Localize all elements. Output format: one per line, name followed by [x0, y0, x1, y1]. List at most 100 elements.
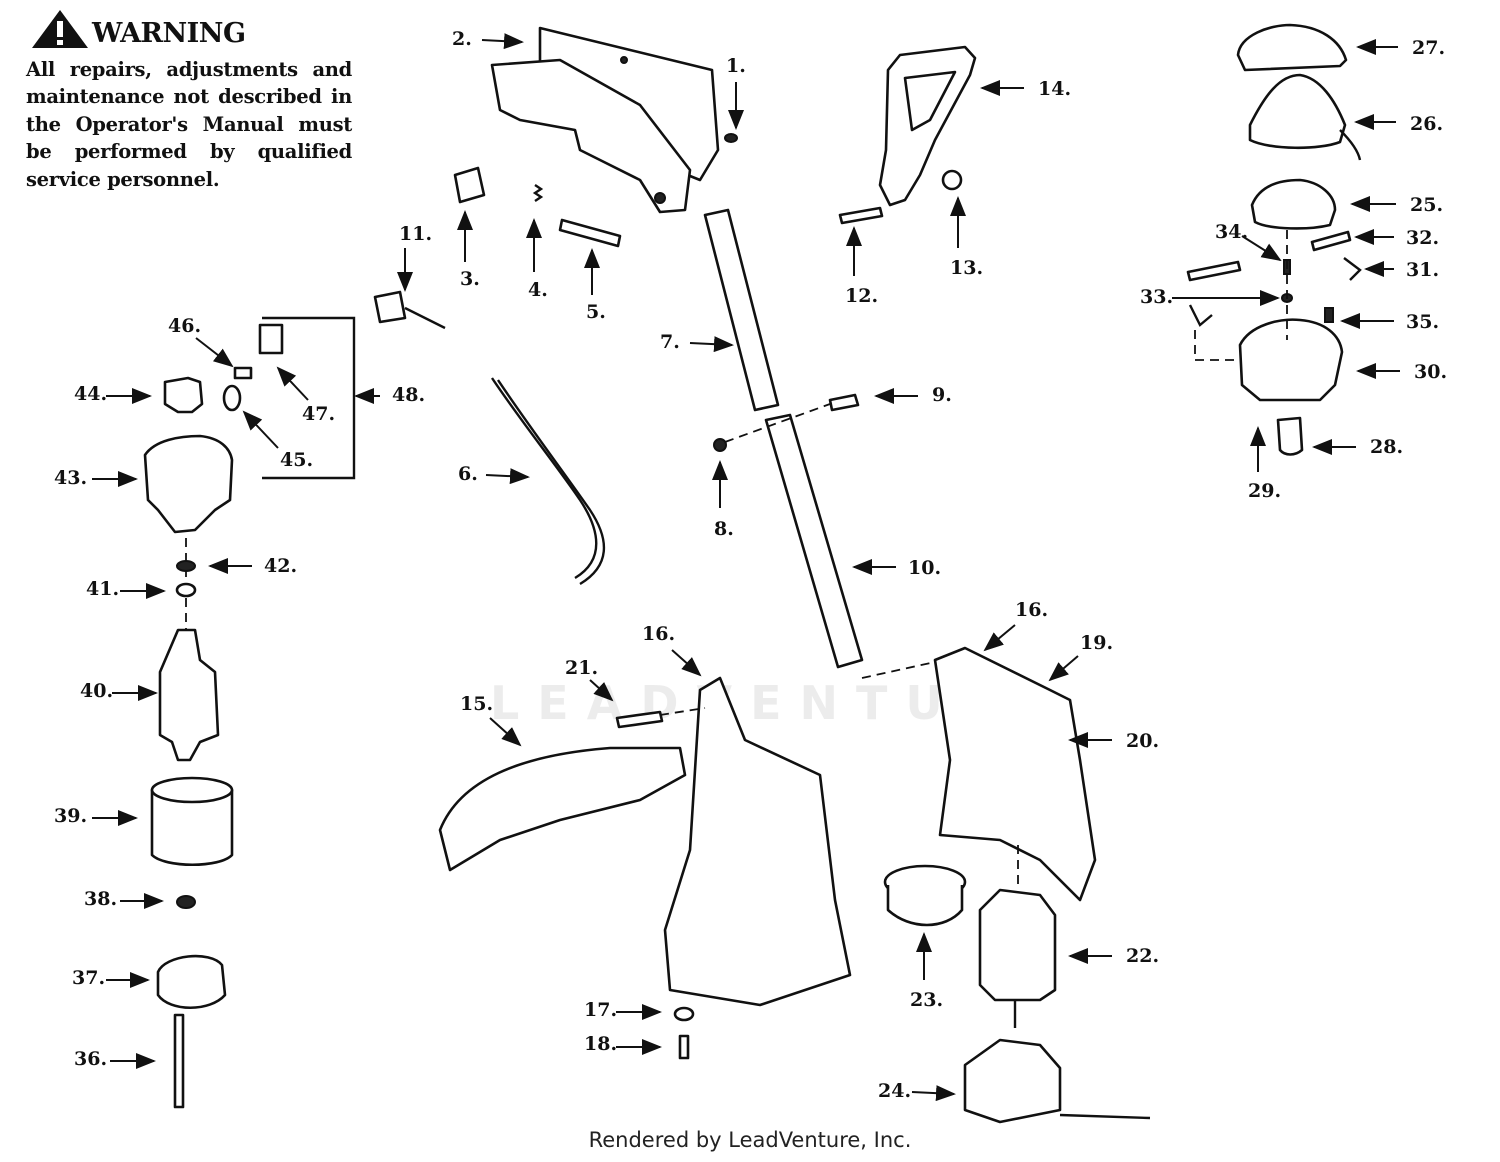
callout-label-40: 40. — [80, 680, 113, 702]
part-through-bolt-36 — [173, 1013, 185, 1109]
callout-label-17: 17. — [584, 999, 617, 1021]
part-washer-38 — [176, 895, 196, 909]
callout-label-5: 5. — [586, 301, 606, 323]
part-lower-shaft — [764, 413, 864, 669]
part-spring — [532, 184, 544, 202]
part-spool-housing — [1238, 318, 1344, 402]
part-screw-18 — [678, 1034, 690, 1060]
part-brush-46 — [233, 366, 253, 380]
callout-label-20: 20. — [1126, 730, 1159, 752]
callout-label-38: 38. — [84, 888, 117, 910]
callout-label-29: 29. — [1248, 480, 1281, 502]
part-hub — [1250, 178, 1337, 230]
part-clip-33 — [1188, 304, 1213, 327]
callout-label-36: 36. — [74, 1048, 107, 1070]
part-armature-40 — [158, 628, 220, 762]
callout-arrow-19 — [1048, 655, 1079, 682]
part-spool-cap — [1236, 23, 1348, 72]
callout-label-13: 13. — [950, 257, 983, 279]
part-brush-45 — [222, 384, 242, 412]
part-plug — [373, 290, 407, 324]
callout-label-28: 28. — [1370, 436, 1403, 458]
callout-arrow-2 — [481, 33, 524, 50]
callout-label-25: 25. — [1410, 194, 1443, 216]
callout-label-4: 4. — [528, 279, 548, 301]
part-assist-handle-window — [903, 70, 957, 132]
part-switch — [453, 166, 486, 204]
callout-arrow-6 — [485, 468, 530, 485]
callout-label-44: 44. — [74, 383, 107, 405]
callout-arrow-16a — [671, 649, 702, 677]
callout-label-24: 24. — [878, 1080, 911, 1102]
callout-label-16b: 16. — [1015, 599, 1048, 621]
part-bump-knob — [1276, 416, 1304, 456]
part-handle-housing — [490, 26, 720, 214]
callout-label-37: 37. — [72, 967, 105, 989]
part-assist-handle — [878, 45, 977, 207]
part-knob — [941, 169, 963, 191]
part-grass-guard — [438, 746, 687, 872]
callout-label-47: 47. — [302, 403, 335, 425]
part-motor — [978, 888, 1057, 1002]
callout-label-3: 3. — [460, 268, 480, 290]
callout-label-32: 32. — [1406, 227, 1439, 249]
callout-arrow-16b — [983, 624, 1016, 652]
callout-label-2: 2. — [452, 28, 472, 50]
callout-label-6: 6. — [458, 463, 478, 485]
part-trigger-pin — [558, 218, 622, 248]
part-end-bell-37 — [156, 954, 227, 1010]
callout-label-27: 27. — [1412, 37, 1445, 59]
callout-label-19: 19. — [1080, 632, 1113, 654]
part-fan-cord — [1059, 1113, 1151, 1120]
callout-arrow-7 — [689, 336, 734, 353]
callout-label-8: 8. — [714, 518, 734, 540]
callout-label-45: 45. — [280, 449, 313, 471]
part-eyelet-32 — [1310, 230, 1352, 252]
part-upper-shaft — [703, 208, 780, 412]
callout-label-35: 35. — [1406, 311, 1439, 333]
part-plug-cord — [404, 306, 446, 330]
part-screw-1 — [724, 133, 738, 143]
callout-label-26: 26. — [1410, 113, 1443, 135]
callout-label-18: 18. — [584, 1033, 617, 1055]
warning-text: All repairs, adjustments and maintenance… — [26, 58, 352, 191]
callout-label-42: 42. — [264, 555, 297, 577]
callout-label-12: 12. — [845, 285, 878, 307]
part-spool-line — [1339, 129, 1362, 161]
callout-label-22: 22. — [1126, 945, 1159, 967]
part-nut — [713, 438, 727, 452]
callouts: 1.2.3.4.5.6.7.8.9.10.11.12.13.14.15.16.1… — [54, 28, 1447, 1102]
part-washer — [673, 1006, 695, 1022]
callout-label-7: 7. — [660, 331, 680, 353]
part-spring-35 — [1324, 307, 1334, 323]
callout-label-23: 23. — [910, 989, 943, 1011]
callout-arrow-24 — [911, 1085, 956, 1102]
callout-label-34: 34. — [1215, 221, 1248, 243]
callout-label-10: 10. — [908, 557, 941, 579]
callout-label-31: 31. — [1406, 259, 1439, 281]
callout-label-41: 41. — [86, 578, 119, 600]
callout-label-15: 15. — [460, 693, 493, 715]
part-field-top-39 — [150, 776, 234, 804]
part-housing-screw — [615, 710, 664, 729]
callout-arrow-21 — [589, 679, 614, 702]
callout-label-11: 11. — [399, 223, 432, 245]
part-washer-42 — [176, 560, 196, 572]
callout-arrow-47 — [276, 366, 309, 401]
part-bolt — [838, 206, 884, 225]
part-cord — [491, 377, 598, 580]
callout-label-21: 21. — [565, 657, 598, 679]
part-cord-2 — [497, 379, 605, 586]
part-housing-left — [663, 676, 852, 1007]
footer-credit: Rendered by LeadVenture, Inc. — [588, 1128, 912, 1152]
callout-label-9: 9. — [932, 384, 952, 406]
callout-label-48: 48. — [392, 384, 425, 406]
callout-label-46: 46. — [168, 315, 201, 337]
callout-label-33: 33. — [1140, 286, 1173, 308]
callout-arrow-46 — [195, 337, 234, 368]
part-fan — [963, 1038, 1062, 1124]
callout-label-43: 43. — [54, 467, 87, 489]
part-spool — [1248, 73, 1347, 150]
